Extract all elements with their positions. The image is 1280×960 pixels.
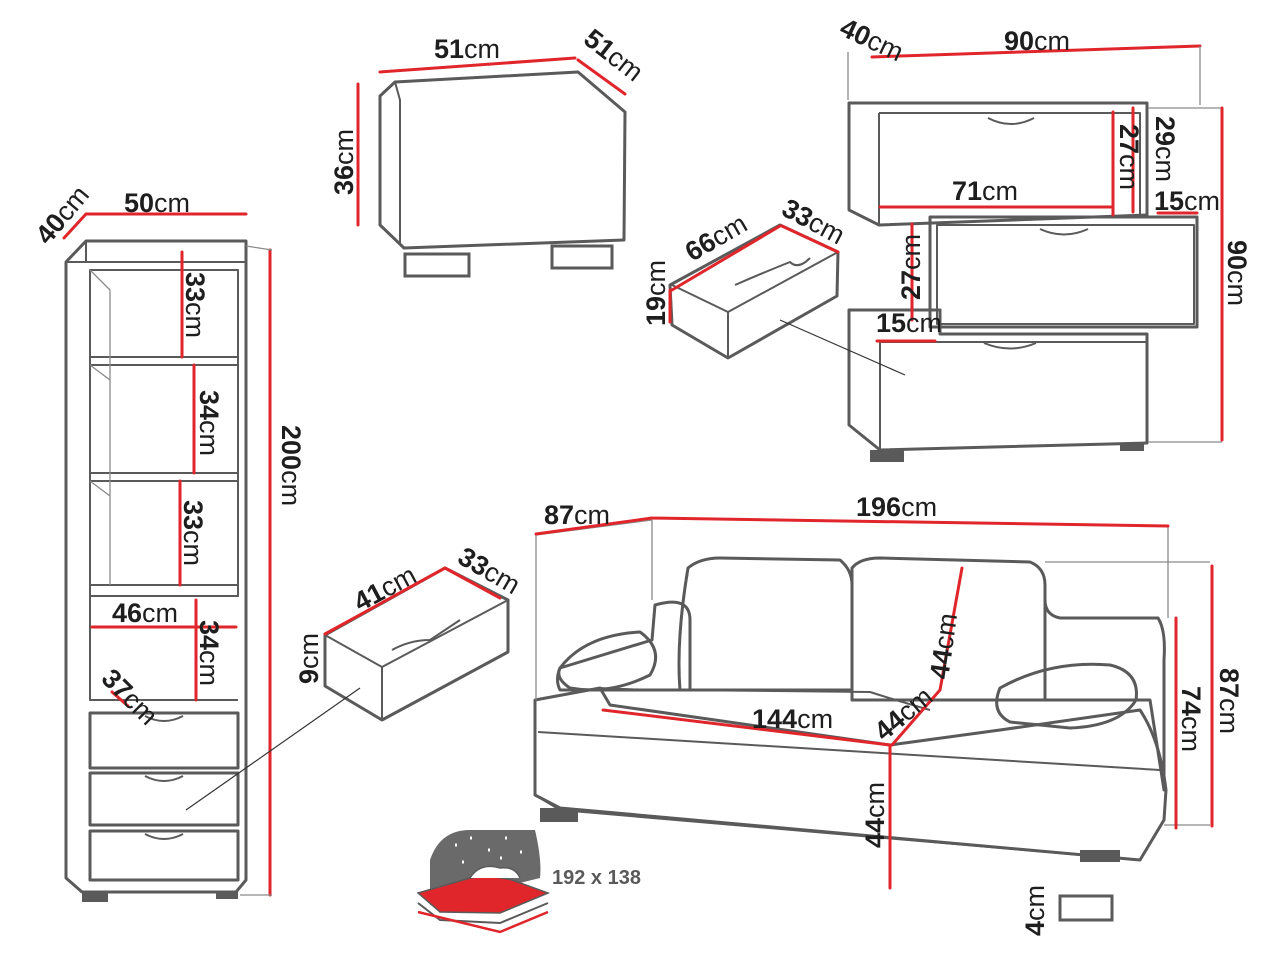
bed-sleeping-icon: [416, 830, 551, 934]
chest-drawer-width-label: 71cm: [952, 176, 1018, 206]
sofa-height-label: 87cm: [1214, 668, 1244, 734]
pouf-width-label: 51cm: [434, 34, 500, 64]
chest-top-drawer-label: 29cm: [1150, 116, 1180, 182]
pouf: [356, 56, 627, 278]
sofa-seat-height-label: 44cm: [860, 782, 890, 848]
sofa-width-label: 196cm: [856, 492, 937, 522]
sofa-leg-height-label: 4cm: [1020, 885, 1050, 936]
bookcase-shelf4-label: 34cm: [194, 620, 224, 686]
chest-height-label: 90cm: [1222, 240, 1252, 306]
sofa-seat-width-label: 144cm: [752, 704, 833, 734]
bookcase-height-label: 200cm: [276, 425, 306, 506]
bookcase-inner-width-label: 46cm: [112, 598, 178, 628]
chest-of-drawers: [668, 44, 1224, 462]
bookcase-inner-depth-label: 37cm: [96, 663, 164, 731]
chest-depth-label: 40cm: [835, 12, 908, 67]
chest-middle-drawer-label: 27cm: [896, 234, 926, 300]
bookcase-shelf1-label: 33cm: [180, 272, 210, 338]
chest-top-drawer-inner-label: 27cm: [1114, 124, 1144, 190]
small-drawer-height-label: 9cm: [294, 633, 324, 684]
dimension-labels: 40cm 50cm 200cm 33cm 34cm 33cm 34cm 46cm…: [30, 12, 1252, 936]
sleeping-area-label: 192 x 138: [552, 867, 641, 889]
sofa-seat-depth-label: 44cm: [869, 681, 939, 746]
pouf-depth-label: 51cm: [578, 23, 649, 87]
chest-offset-bottom-label: 15cm: [876, 308, 942, 338]
bookcase: [62, 212, 273, 902]
drawer-box-height-label: 19cm: [641, 260, 671, 326]
sofa-arm-height-label: 74cm: [1176, 686, 1206, 752]
chest-width-label: 90cm: [1004, 26, 1070, 56]
sofa: [533, 516, 1214, 922]
bookcase-width-label: 50cm: [124, 188, 190, 218]
sofa-back-height-label: 44cm: [924, 611, 963, 681]
chest-offset-top-label: 15cm: [1154, 186, 1220, 216]
pouf-height-label: 36cm: [329, 129, 359, 195]
bookcase-shelf3-label: 33cm: [178, 500, 208, 566]
small-drawer: [185, 566, 510, 811]
sofa-depth-label: 87cm: [544, 500, 610, 530]
bookcase-shelf2-label: 34cm: [194, 390, 224, 456]
small-drawer-length-label: 41cm: [349, 560, 421, 617]
